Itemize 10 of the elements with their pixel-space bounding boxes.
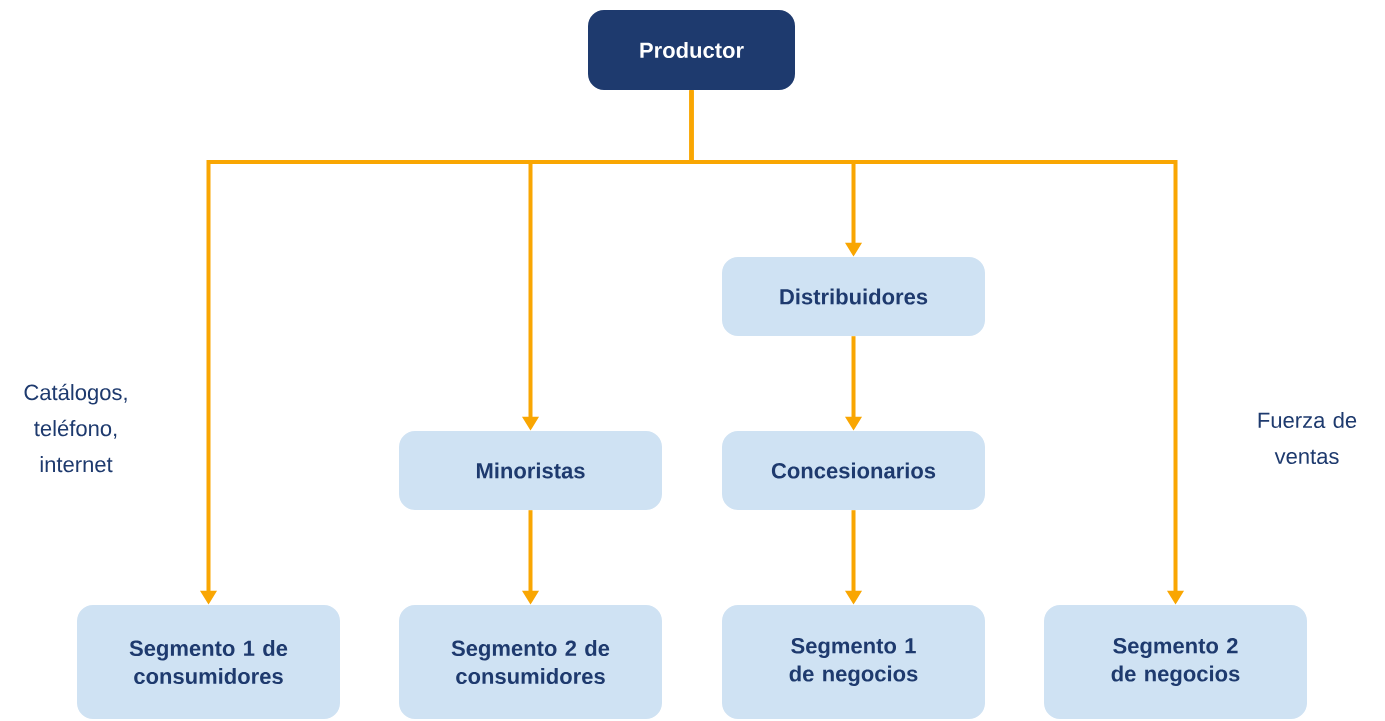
- edge-label: Fuerza de ventas: [1258, 411, 1357, 465]
- segment-box: Segmento 1 de consumidores: [77, 605, 340, 719]
- intermediary-box: Minoristas: [399, 431, 662, 510]
- segment-box: Segmento 1 de negocios: [722, 605, 985, 719]
- segment-box: Segmento 2 de negocios: [1044, 605, 1307, 719]
- segment-box: Segmento 2 de consumidores: [399, 605, 662, 719]
- intermediary-box: Concesionarios: [722, 431, 985, 510]
- source-box: Productor: [588, 10, 795, 90]
- edge-label: Catálogos, teléfono, internet: [24, 383, 127, 473]
- intermediary-box: Distribuidores: [722, 257, 985, 336]
